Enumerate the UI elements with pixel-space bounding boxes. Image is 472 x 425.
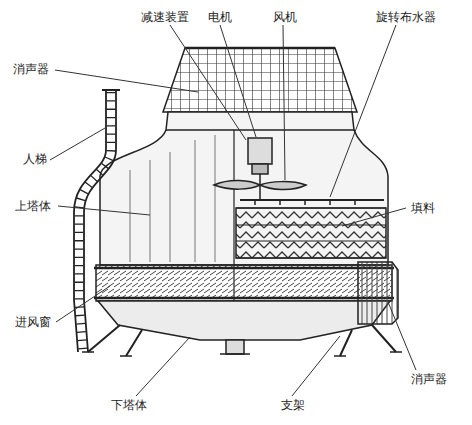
reducer xyxy=(252,164,268,174)
ladder xyxy=(74,90,106,352)
lower-tower-body xyxy=(98,301,390,340)
tower xyxy=(74,48,402,356)
part-label: 下塔体 xyxy=(110,398,148,412)
upper-tower-body xyxy=(100,112,388,265)
part-label: 支架 xyxy=(280,398,306,412)
fill-packing xyxy=(236,208,386,258)
part-label: 风机 xyxy=(272,10,298,24)
motor xyxy=(248,138,272,164)
part-label: 填料 xyxy=(410,201,436,215)
part-label: 进风窗 xyxy=(14,315,52,329)
leader-lines xyxy=(50,25,416,396)
air-inlet-louver xyxy=(96,265,392,301)
part-label: 消声器 xyxy=(12,62,50,76)
part-label: 电机 xyxy=(207,10,233,24)
support-legs xyxy=(88,325,396,356)
inlet-silencer xyxy=(358,262,398,324)
part-label: 人梯 xyxy=(22,152,48,166)
part-label: 上塔体 xyxy=(14,199,52,213)
fan xyxy=(214,180,306,189)
part-label: 消声器 xyxy=(410,372,448,386)
part-label: 旋转布水器 xyxy=(375,10,437,24)
part-label: 减速装置 xyxy=(140,10,190,24)
